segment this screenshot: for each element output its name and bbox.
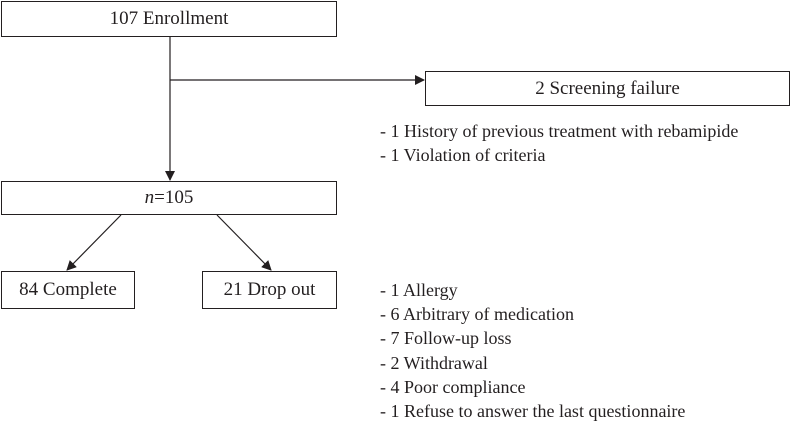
- n-to-dropout-arrow: [216, 214, 272, 271]
- enrollment-label: 107 Enrollment: [109, 8, 229, 29]
- complete-label: 84 Complete: [19, 279, 117, 300]
- n-value: =105: [154, 187, 194, 208]
- complete-box: 84 Complete: [1, 271, 135, 309]
- n-total-label: n=105: [145, 187, 194, 209]
- dropout-reason-item: - 6 Arbitrary of medication: [380, 304, 574, 325]
- dropout-box: 21 Drop out: [202, 271, 337, 309]
- dropout-reason-item: - 4 Poor compliance: [380, 376, 526, 397]
- n-total-box: n=105: [1, 181, 337, 215]
- n-symbol: n: [144, 187, 155, 208]
- n-to-complete-arrow: [66, 214, 122, 271]
- dropout-reason-item: - 1 Allergy: [380, 280, 458, 300]
- screening-failure-label: 2 Screening failure: [535, 77, 680, 99]
- dropout-reason-item: - 1 Refuse to answer the last questionna…: [380, 401, 686, 422]
- screening-failure-reasons: - 1 History of previous treatment with r…: [380, 119, 738, 167]
- dropout-label: 21 Drop out: [223, 279, 316, 300]
- dropout-reasons: - 1 Allergy - 6 Arbitrary of medication …: [380, 278, 685, 423]
- screening-reason-item: - 1 Violation of criteria: [380, 145, 546, 165]
- enrollment-box: 107 Enrollment: [1, 1, 337, 37]
- screening-reason-item: - 1 History of previous treatment with r…: [380, 121, 739, 141]
- screening-failure-box: 2 Screening failure: [425, 71, 790, 106]
- dropout-reason-item: - 2 Withdrawal: [380, 352, 488, 373]
- dropout-reason-item: - 7 Follow-up loss: [380, 328, 512, 349]
